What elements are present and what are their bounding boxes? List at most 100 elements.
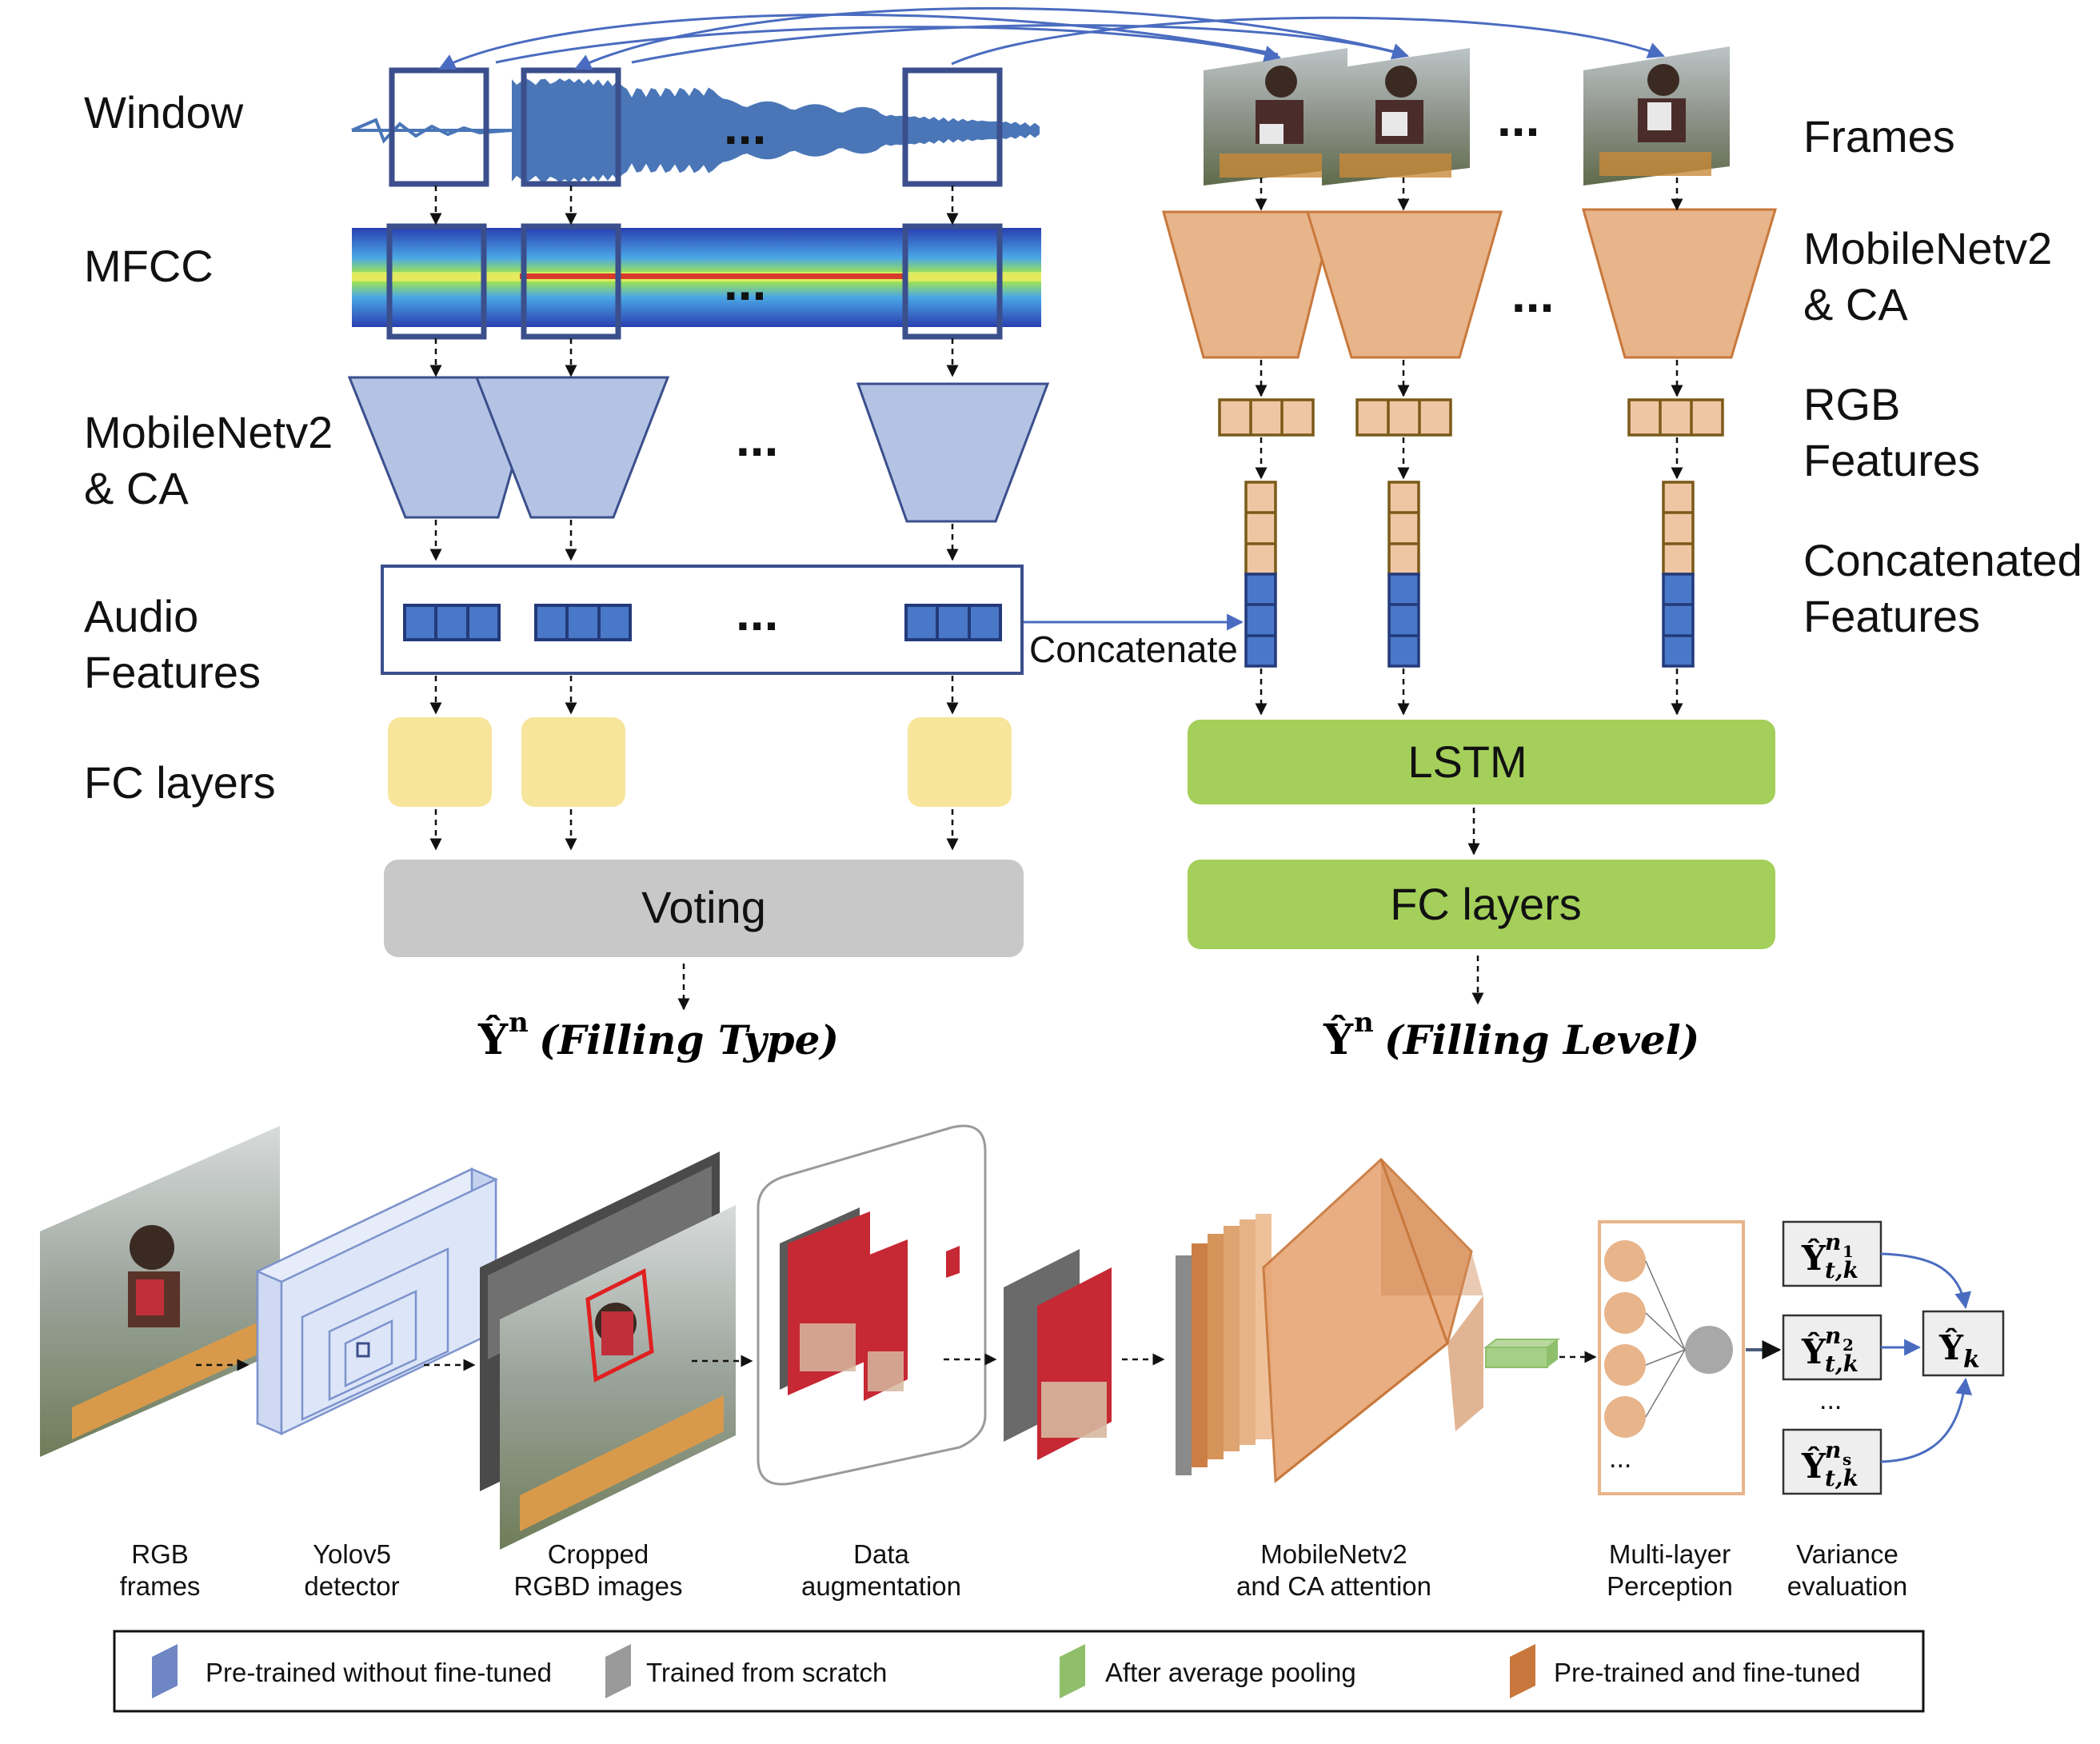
mobilenet-rgb-label-1: MobileNetv2 bbox=[1803, 223, 2052, 273]
blue-slab-icon bbox=[152, 1644, 178, 1698]
cropped-rgbd-images bbox=[480, 1151, 736, 1550]
concatenate-label: Concatenate bbox=[1029, 629, 1238, 670]
multi-layer-perception: ... bbox=[1598, 1220, 1745, 1495]
orange-slab-icon bbox=[1510, 1644, 1535, 1698]
caption-mlp-1: Multi-layer bbox=[1609, 1539, 1731, 1569]
mobilenet-rgb-label-2: & CA bbox=[1803, 279, 1908, 329]
rgb-cnn-ellipsis: ... bbox=[1511, 265, 1554, 323]
green-slab-icon bbox=[1060, 1644, 1085, 1698]
variance-output: Ŷ k bbox=[1922, 1310, 2005, 1377]
caption-variance-1: Variance bbox=[1796, 1539, 1898, 1569]
rgb-feature-vector-3 bbox=[1627, 398, 1724, 437]
voting-block bbox=[384, 860, 1024, 957]
window-boxes bbox=[386, 67, 1003, 340]
rgb-cnn-3 bbox=[1582, 208, 1778, 359]
mobilenet-audio-label-2: & CA bbox=[84, 463, 189, 513]
mfcc-window-3 bbox=[902, 223, 1003, 340]
mlp-output-neuron bbox=[1685, 1326, 1733, 1374]
audio-cnn-2 bbox=[474, 376, 670, 519]
rgb-cnn-2 bbox=[1305, 210, 1503, 359]
output-level-sup: n bbox=[1354, 1007, 1374, 1039]
audio-fc-blocks bbox=[388, 717, 1012, 807]
augmented-image-pair bbox=[1004, 1249, 1112, 1460]
data-augmentation-panel bbox=[757, 1124, 987, 1486]
frames-label: Frames bbox=[1803, 111, 1955, 162]
variance-input-2-sup-sub: 2 bbox=[1842, 1335, 1854, 1355]
concat-vector-2 bbox=[1387, 481, 1420, 668]
variance-input-1: Ŷ n 1 t,k bbox=[1782, 1220, 1882, 1287]
output-type-sup: n bbox=[509, 1007, 529, 1039]
audio-fc-1 bbox=[388, 717, 492, 807]
mfcc-ellipsis: ... bbox=[724, 253, 766, 311]
variance-ellipsis: ... bbox=[1819, 1385, 1842, 1415]
window-frame-sync-arcs bbox=[438, 7, 1665, 70]
caption-mobilenet-1: MobileNetv2 bbox=[1260, 1539, 1407, 1569]
variance-input-1-sub: t,k bbox=[1825, 1257, 1858, 1283]
window-label: Window bbox=[84, 87, 244, 138]
variance-output-sub: k bbox=[1963, 1346, 1980, 1374]
caption-mobilenet-2: and CA attention bbox=[1236, 1571, 1431, 1601]
variance-input-2-symbol: Ŷ bbox=[1801, 1331, 1827, 1371]
audio-feature-vector-2 bbox=[534, 604, 632, 641]
variance-input-1-sup: n bbox=[1825, 1229, 1841, 1255]
rgb-fc-label: FC layers bbox=[1390, 879, 1582, 929]
audio-flow-arrows bbox=[429, 186, 959, 1011]
voting-label: Voting bbox=[641, 882, 766, 932]
features-ellipsis: ... bbox=[736, 584, 778, 641]
caption-rgb-frames-2: frames bbox=[120, 1571, 201, 1601]
audio-features-label-2: Features bbox=[84, 647, 261, 697]
rgb-cnn-1 bbox=[1162, 210, 1335, 359]
concat-features-label-2: Features bbox=[1803, 591, 1980, 641]
pipeline-flow-arrows bbox=[196, 1351, 1597, 1371]
audio-features-label-1: Audio bbox=[84, 591, 198, 641]
concatenated-feature-vectors bbox=[1244, 481, 1695, 668]
caption-variance-2: evaluation bbox=[1787, 1571, 1907, 1601]
lstm-label: LSTM bbox=[1407, 736, 1527, 787]
rgb-features-label-1: RGB bbox=[1803, 379, 1900, 429]
variance-input-2: Ŷ n 2 t,k bbox=[1782, 1314, 1882, 1381]
waveform-ellipsis: ... bbox=[724, 98, 766, 155]
pooled-feature-vector bbox=[1483, 1339, 1560, 1368]
caption-cropped-1: Cropped bbox=[548, 1539, 649, 1569]
legend-item-2: Trained from scratch bbox=[605, 1644, 887, 1698]
mlp-neuron-4 bbox=[1604, 1396, 1646, 1438]
rgb-fc-block bbox=[1188, 860, 1775, 949]
output-filling-type: Ŷ n (Filling Type) bbox=[477, 1007, 839, 1064]
legend: Pre-trained without fine-tuned Trained f… bbox=[113, 1630, 1925, 1713]
rgb-frame-image bbox=[40, 1126, 280, 1457]
rgb-cnn-blocks bbox=[1162, 208, 1778, 359]
mlp-neuron-1 bbox=[1604, 1240, 1646, 1282]
caption-augmentation-2: augmentation bbox=[801, 1571, 961, 1601]
rgb-feature-vector-1 bbox=[1218, 398, 1315, 437]
caption-yolov5-2: detector bbox=[304, 1571, 399, 1601]
variance-input-3: Ŷ n s t,k bbox=[1782, 1428, 1882, 1495]
caption-cropped-2: RGBD images bbox=[514, 1571, 683, 1601]
mobilenet-audio-label-1: MobileNetv2 bbox=[84, 407, 333, 457]
legend-label-4: Pre-trained and fine-tuned bbox=[1554, 1658, 1860, 1687]
video-frame-2 bbox=[1322, 48, 1470, 186]
mfcc-label: MFCC bbox=[84, 241, 214, 291]
lstm-block bbox=[1188, 720, 1775, 804]
variance-evaluation: Ŷ n 1 t,k Ŷ n 2 t,k ... Ŷ n s t,k Ŷ k bbox=[1746, 1220, 2005, 1495]
variance-input-3-symbol: Ŷ bbox=[1801, 1446, 1827, 1486]
variance-input-3-sup: n bbox=[1825, 1437, 1841, 1463]
concat-vector-1 bbox=[1244, 481, 1277, 668]
caption-rgb-frames-1: RGB bbox=[131, 1539, 189, 1569]
rgb-flow-arrows bbox=[1255, 178, 1683, 1005]
pipeline-captions: RGB frames Yolov5 detector Cropped RGBD … bbox=[120, 1539, 1908, 1601]
mlp-ellipsis: ... bbox=[1609, 1443, 1631, 1474]
variance-input-2-sub: t,k bbox=[1825, 1351, 1858, 1377]
mobilenet-ca-stack bbox=[1176, 1157, 1483, 1483]
audio-cnn-3 bbox=[856, 382, 1050, 523]
window-box-3 bbox=[902, 67, 1003, 187]
variance-input-3-sup-sub: s bbox=[1842, 1450, 1851, 1469]
video-frame-3 bbox=[1583, 46, 1730, 186]
legend-label-1: Pre-trained without fine-tuned bbox=[206, 1658, 552, 1687]
output-level-text: (Filling Level) bbox=[1384, 1016, 1699, 1064]
window-box-2 bbox=[521, 67, 621, 187]
mlp-neuron-2 bbox=[1604, 1292, 1646, 1334]
audio-feature-vector-3 bbox=[904, 604, 1002, 641]
caption-augmentation-1: Data bbox=[853, 1539, 909, 1569]
legend-label-2: Trained from scratch bbox=[646, 1658, 887, 1687]
